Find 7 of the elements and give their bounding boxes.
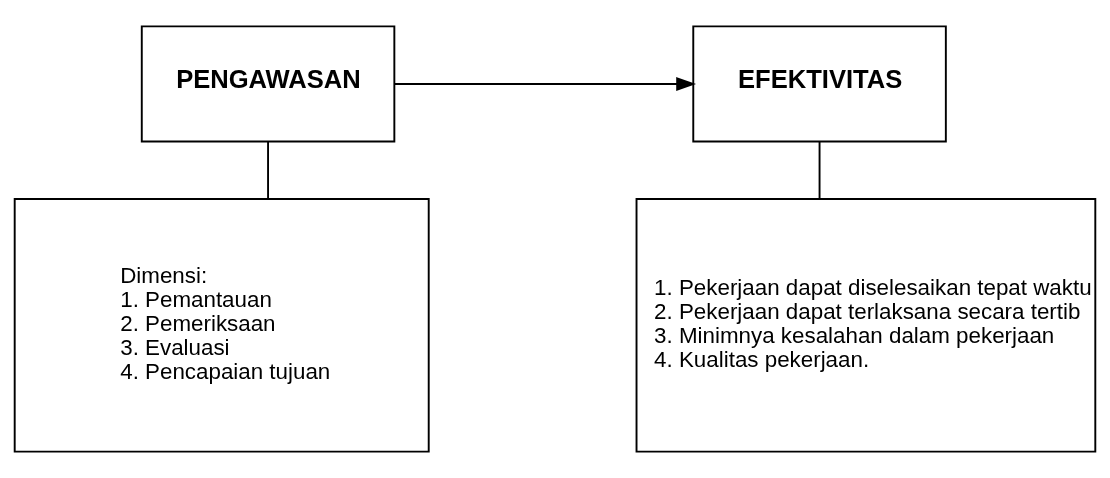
node-box: 1. Pekerjaan dapat diselesaikan tepat waktu 2. Pekerjaan dapat terlaksana secara tertib 3. Minimnya kesalahan dalam pekerjaan 4. Kualitas pekerjaan. bbox=[635, 198, 1097, 453]
arrow bbox=[393, 77, 697, 91]
node-box: EFEKTIVITAS bbox=[692, 25, 947, 143]
connector bbox=[818, 140, 821, 200]
node-box: Dimensi: 1. Pemantauan 2. Pemeriksaan 3. Evaluasi 4. Pencapaian tujuan bbox=[13, 198, 430, 453]
node-box: PENGAWASAN bbox=[140, 25, 396, 143]
connector bbox=[267, 140, 269, 200]
